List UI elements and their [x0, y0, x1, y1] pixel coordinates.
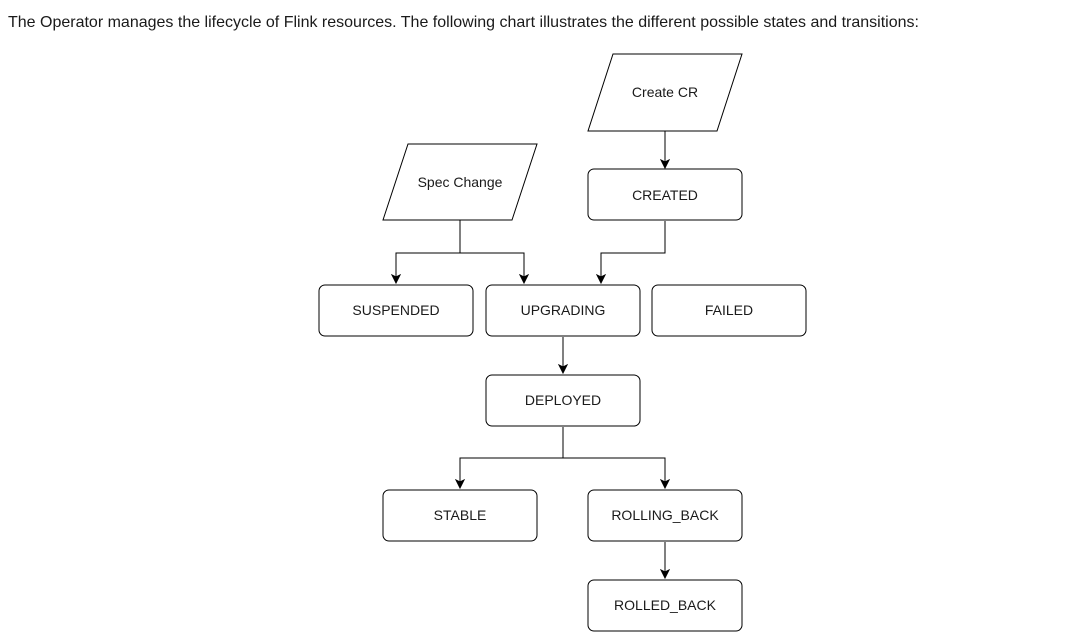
edge-deployed-to-stable [460, 457, 563, 488]
transition-edges [396, 131, 665, 578]
intro-paragraph: The Operator manages the lifecycle of Fl… [8, 14, 919, 31]
state-created: CREATED [587, 168, 743, 221]
edge-created-to-upgrading [601, 221, 666, 283]
input-create-cr-label: Create CR [632, 84, 698, 100]
edge-deployed-to-rolling-back [563, 457, 665, 488]
input-spec-change-label: Spec Change [418, 174, 503, 190]
state-rolled-back-label: ROLLED_BACK [614, 597, 717, 613]
edge-spec-change-to-upgrading [460, 252, 524, 283]
state-rolled-back: ROLLED_BACK [587, 579, 743, 632]
state-suspended-label: SUSPENDED [352, 302, 439, 318]
state-stable-label: STABLE [434, 507, 487, 523]
state-upgrading: UPGRADING [485, 284, 641, 337]
state-suspended: SUSPENDED [318, 284, 474, 337]
state-deployed: DEPLOYED [485, 374, 641, 427]
edge-spec-change-to-suspended [396, 252, 460, 283]
state-upgrading-label: UPGRADING [521, 302, 606, 318]
state-failed-label: FAILED [705, 302, 753, 318]
state-rolling-back-label: ROLLING_BACK [611, 507, 719, 523]
input-create-cr: Create CR [587, 53, 743, 132]
state-deployed-label: DEPLOYED [525, 392, 601, 408]
state-failed: FAILED [651, 284, 807, 337]
input-spec-change: Spec Change [382, 143, 538, 221]
state-created-label: CREATED [632, 187, 698, 203]
state-rolling-back: ROLLING_BACK [587, 489, 743, 542]
state-stable: STABLE [382, 489, 538, 542]
